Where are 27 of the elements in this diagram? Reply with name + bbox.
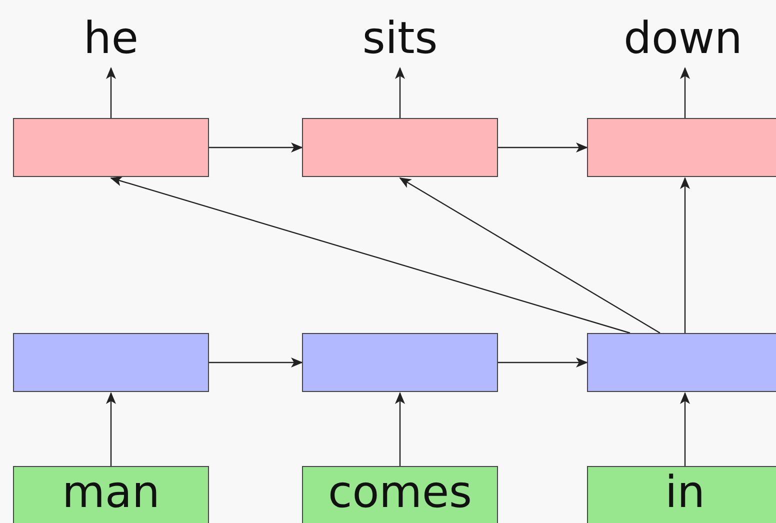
state-box xyxy=(13,118,209,177)
word-label: he xyxy=(56,12,166,66)
arrow xyxy=(680,177,690,333)
state-box xyxy=(587,118,776,177)
arrow xyxy=(395,67,405,118)
word-box xyxy=(13,466,209,523)
state-box xyxy=(13,333,209,392)
arrow xyxy=(106,67,116,118)
word-label: man xyxy=(62,471,160,515)
state-box xyxy=(302,333,498,392)
word-box xyxy=(302,466,498,523)
state-box xyxy=(302,118,498,177)
arrow xyxy=(680,67,690,118)
arrow xyxy=(498,142,588,152)
word-label: sits xyxy=(345,12,455,66)
arrow xyxy=(209,358,303,368)
word-label: down xyxy=(608,12,758,66)
arrow xyxy=(110,176,630,334)
arrow xyxy=(395,392,405,466)
arrow xyxy=(106,392,116,466)
arrow xyxy=(209,142,303,152)
word-label: in xyxy=(664,471,706,515)
arrow xyxy=(498,358,588,368)
word-label: comes xyxy=(328,471,472,515)
state-box xyxy=(587,333,776,392)
arrow xyxy=(680,392,690,466)
arrow xyxy=(399,177,660,334)
